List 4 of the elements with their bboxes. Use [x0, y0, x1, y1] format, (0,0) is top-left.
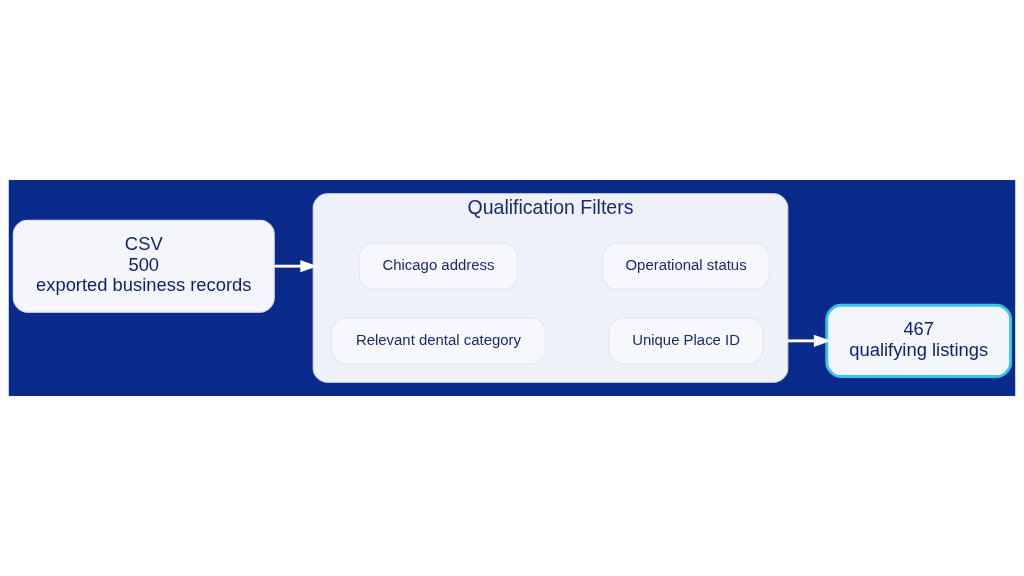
arrow: [787, 334, 832, 347]
arrow: [274, 260, 318, 273]
node-box: CSV 500 exported business records: [12, 219, 275, 313]
node-box: 467 qualifying listings: [825, 303, 1013, 378]
